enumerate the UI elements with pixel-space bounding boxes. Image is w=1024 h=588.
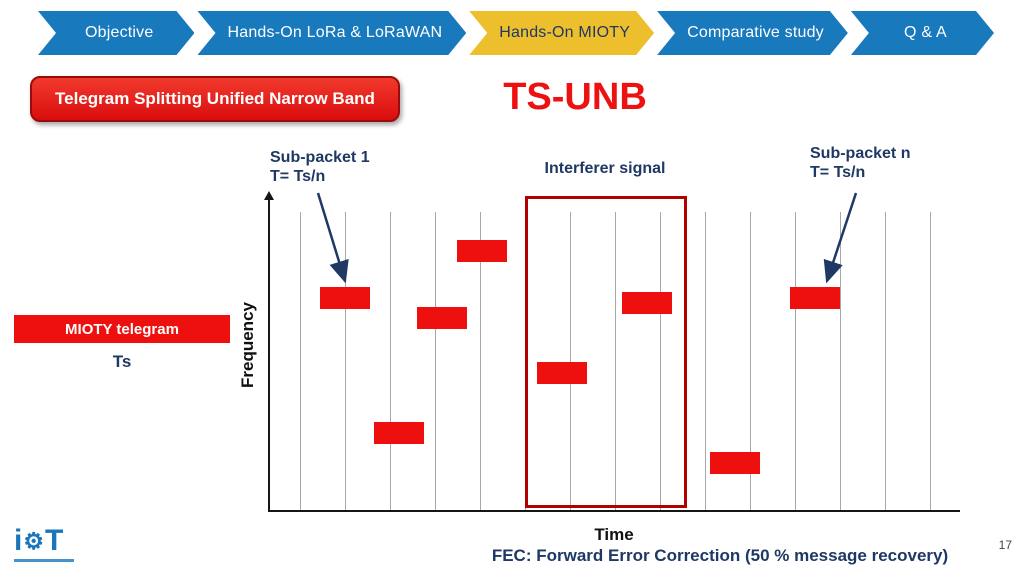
iot-logo: i ⚙ T [14,526,94,562]
sub-packet-block-7 [710,452,760,474]
sub-packet-block-4 [457,240,507,262]
sub-packet-block-8 [790,287,840,309]
gridline [345,212,346,510]
sub-packet-block-1 [320,287,370,309]
nav-tab-hands-on-mioty: Hands-On MIOTY [469,11,654,55]
interferer-signal-label: Interferer signal [544,160,666,177]
frequency-axis-label: Frequency [238,302,257,388]
sub-packet-block-5 [537,362,587,384]
gridline [795,212,796,510]
frequency-time-chart [264,191,960,512]
sub-packet-n-line2: T= Ts/n [810,164,866,182]
gridline [930,212,931,510]
interferer-box [525,196,687,508]
sub-packet-block-2 [374,422,424,444]
y-axis-arrowhead-icon [264,191,274,200]
nav-tab-objective: Objective [38,11,194,55]
logo-letter-i: i [14,524,23,557]
sub-packet-block-3 [417,307,467,329]
nav-tab-comparative-study: Comparative study [657,11,848,55]
gridline [570,212,571,510]
gridline [750,212,751,510]
gridline [660,212,661,510]
sub-packet-1-line2: T= Ts/n [270,168,326,186]
y-axis [264,191,274,512]
nav-tab-hands-on-lora-lorawan: Hands-On LoRa & LoRaWAN [197,11,466,55]
ts-unb-badge: Telegram Splitting Unified Narrow Band [30,76,400,122]
sub-packet-1-label: Sub-packet 1 T= Ts/n [270,148,370,186]
time-axis-label: Time [594,525,634,544]
gridline [390,212,391,510]
sub-packet-block-6 [622,292,672,314]
sub-packet-n-line1: Sub-packet n [810,145,911,162]
iot-logo-text: i ⚙ T [14,526,94,556]
logo-letter-t: T [44,524,64,557]
sub-packet-blocks [268,200,960,512]
x-axis [268,510,960,512]
sub-packet-1-line1: Sub-packet 1 [270,149,370,166]
mioty-telegram-bar: MIOTY telegram [14,315,230,343]
gridline [480,212,481,510]
page-number: 17 [998,538,1012,552]
ts-duration-label: Ts [112,352,132,371]
sub-packet-n-label: Sub-packet n T= Ts/n [810,144,910,182]
gridline [840,212,841,510]
slide-title: TS-UNB [503,76,647,118]
gridline [615,212,616,510]
gear-icon: ⚙ [23,527,44,554]
fec-note: FEC: Forward Error Correction (50 % mess… [491,546,949,565]
nav-tab-q-a: Q & A [851,11,994,55]
gridline [300,212,301,510]
gridline [885,212,886,510]
gridline [435,212,436,510]
gridline [705,212,706,510]
logo-caption-line [14,559,74,562]
